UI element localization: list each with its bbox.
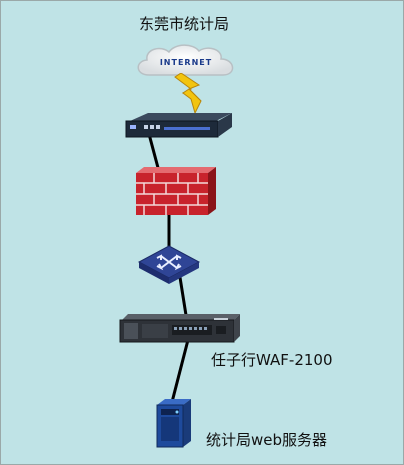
- router-icon: [125, 113, 232, 138]
- link-waf-server: [169, 335, 191, 407]
- waf-appliance-icon: [119, 314, 240, 343]
- lightning-icon: [174, 73, 202, 115]
- server-label: 统计局web服务器: [206, 431, 328, 449]
- server-icon: [156, 399, 191, 448]
- site-title: 东莞市统计局: [139, 15, 230, 33]
- switch-icon: [137, 245, 201, 284]
- internet-label: INTERNET: [160, 58, 212, 67]
- firewall-icon: [136, 167, 216, 215]
- cloud-icon: INTERNET: [137, 44, 234, 76]
- waf-label: 任子行WAF-2100: [211, 351, 333, 369]
